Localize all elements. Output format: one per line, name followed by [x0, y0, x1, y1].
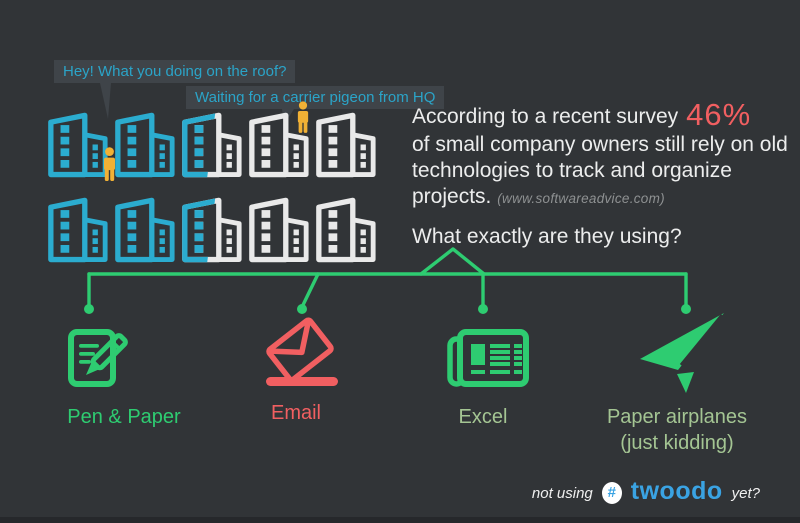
speech-bubble-tail — [100, 83, 111, 119]
footer-suffix: yet? — [731, 484, 760, 502]
tool-label-paper-airplanes-line2: (just kidding) — [620, 432, 734, 454]
person-ground-icon — [102, 147, 117, 182]
building-cyan-icon — [46, 108, 110, 180]
building-white-icon — [247, 193, 311, 265]
tool-label-paper-airplanes: Paper airplanes (just kidding) — [587, 404, 767, 456]
survey-question: What exactly are they using? — [412, 225, 682, 248]
tool-label-email: Email — [270, 402, 321, 424]
survey-text-block: According to a recent survey 46% of small… — [412, 99, 788, 249]
tool-label-excel: Excel — [458, 406, 508, 428]
building-cyan-icon — [113, 108, 177, 180]
speech-bubble-roof: Hey! What you doing on the roof? — [54, 60, 296, 119]
building-half-icon — [180, 108, 244, 180]
twoodo-hash-logo-icon: # — [601, 482, 622, 504]
survey-body-text: of small company owners still rely on ol… — [412, 133, 788, 208]
bottom-strip — [0, 517, 800, 523]
survey-lead: According to a recent survey 46% — [412, 99, 788, 130]
twoodo-brand: twoodo — [630, 477, 723, 505]
survey-body: of small company owners still rely on ol… — [412, 132, 788, 212]
building-white-icon — [314, 193, 378, 265]
email-icon — [258, 317, 358, 390]
speech-bubble-roof-text: Hey! What you doing on the roof? — [63, 63, 287, 80]
speech-bubble-pigeon: Waiting for a carrier pigeon from HQ — [186, 86, 445, 125]
survey-intro: According to a recent survey — [412, 105, 679, 128]
excel-icon — [444, 328, 532, 388]
pen-and-paper-icon — [66, 318, 144, 392]
buildings-row-1 — [46, 108, 381, 180]
footer-prefix: not using — [531, 484, 593, 502]
building-white-icon — [314, 108, 378, 180]
speech-bubble-pigeon-text: Waiting for a carrier pigeon from HQ — [195, 89, 436, 106]
tool-label-paper-airplanes-line1: Paper airplanes — [606, 406, 748, 428]
person-roof-icon — [296, 101, 310, 134]
footer-brand-line: not using # twoodo yet? — [531, 477, 760, 506]
building-half-icon — [180, 193, 244, 265]
tool-label-pen-paper: Pen & Paper — [67, 406, 181, 428]
buildings-row-2 — [46, 193, 381, 265]
building-cyan-icon — [46, 193, 110, 265]
paper-airplane-icon — [632, 308, 732, 398]
survey-stat: 46% — [686, 97, 752, 132]
building-cyan-icon — [113, 193, 177, 265]
survey-source: (www.softwareadvice.com) — [497, 191, 665, 206]
